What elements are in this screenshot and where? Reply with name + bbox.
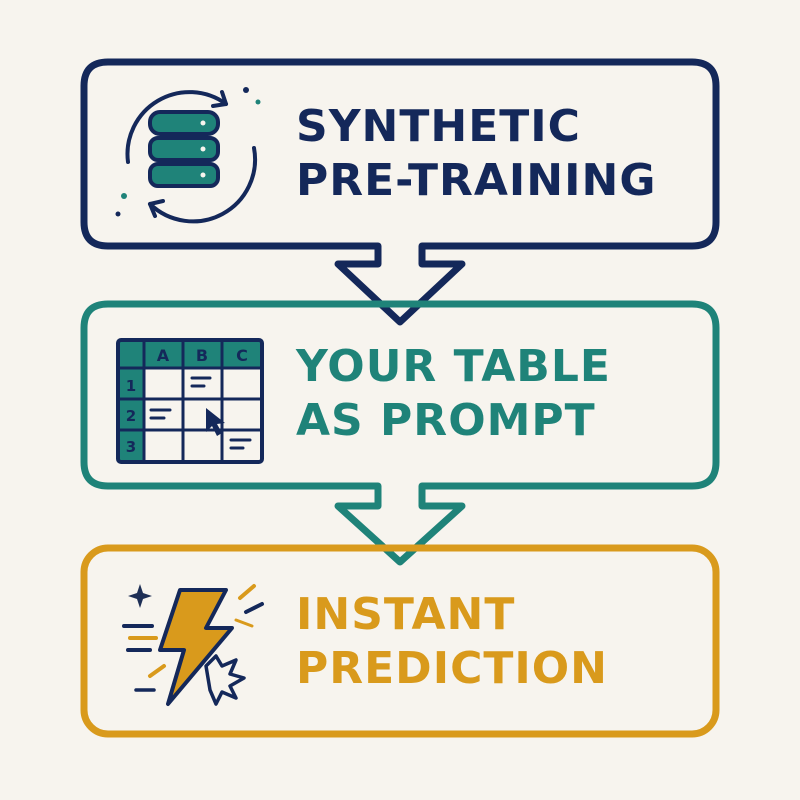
table-row-header: 2 [126, 407, 136, 425]
step-label-synthetic-pre-training: SYNTHETIC PRE-TRAINING [296, 100, 656, 208]
step-label-your-table-as-prompt: YOUR TABLE AS PROMPT [296, 340, 611, 448]
step-box-synthetic-pre-training [80, 58, 720, 326]
table-column-header: C [236, 346, 248, 365]
step-label-line: PREDICTION [296, 643, 608, 694]
table-row-header: 3 [126, 438, 136, 456]
step-label-line: SYNTHETIC [296, 101, 581, 152]
step-label-line: PRE-TRAINING [296, 155, 657, 206]
table-row-header: 1 [126, 377, 136, 395]
step-label-line: AS PROMPT [296, 395, 596, 446]
cursor-arrow-icon [206, 408, 225, 436]
step-box-instant-prediction [80, 544, 720, 738]
step-label-line: INSTANT [296, 589, 516, 640]
spreadsheet-icon: A B C 1 2 3 [116, 338, 264, 464]
database-cycle-icon [115, 87, 261, 224]
table-column-header: A [157, 346, 170, 365]
table-column-header: B [196, 346, 208, 365]
sparkle-icon [128, 584, 152, 608]
step-label-instant-prediction: INSTANT PREDICTION [296, 588, 608, 696]
lightning-bolt-icon [122, 584, 264, 706]
step-box-your-table-as-prompt [80, 300, 720, 566]
step-label-line: YOUR TABLE [296, 341, 611, 392]
